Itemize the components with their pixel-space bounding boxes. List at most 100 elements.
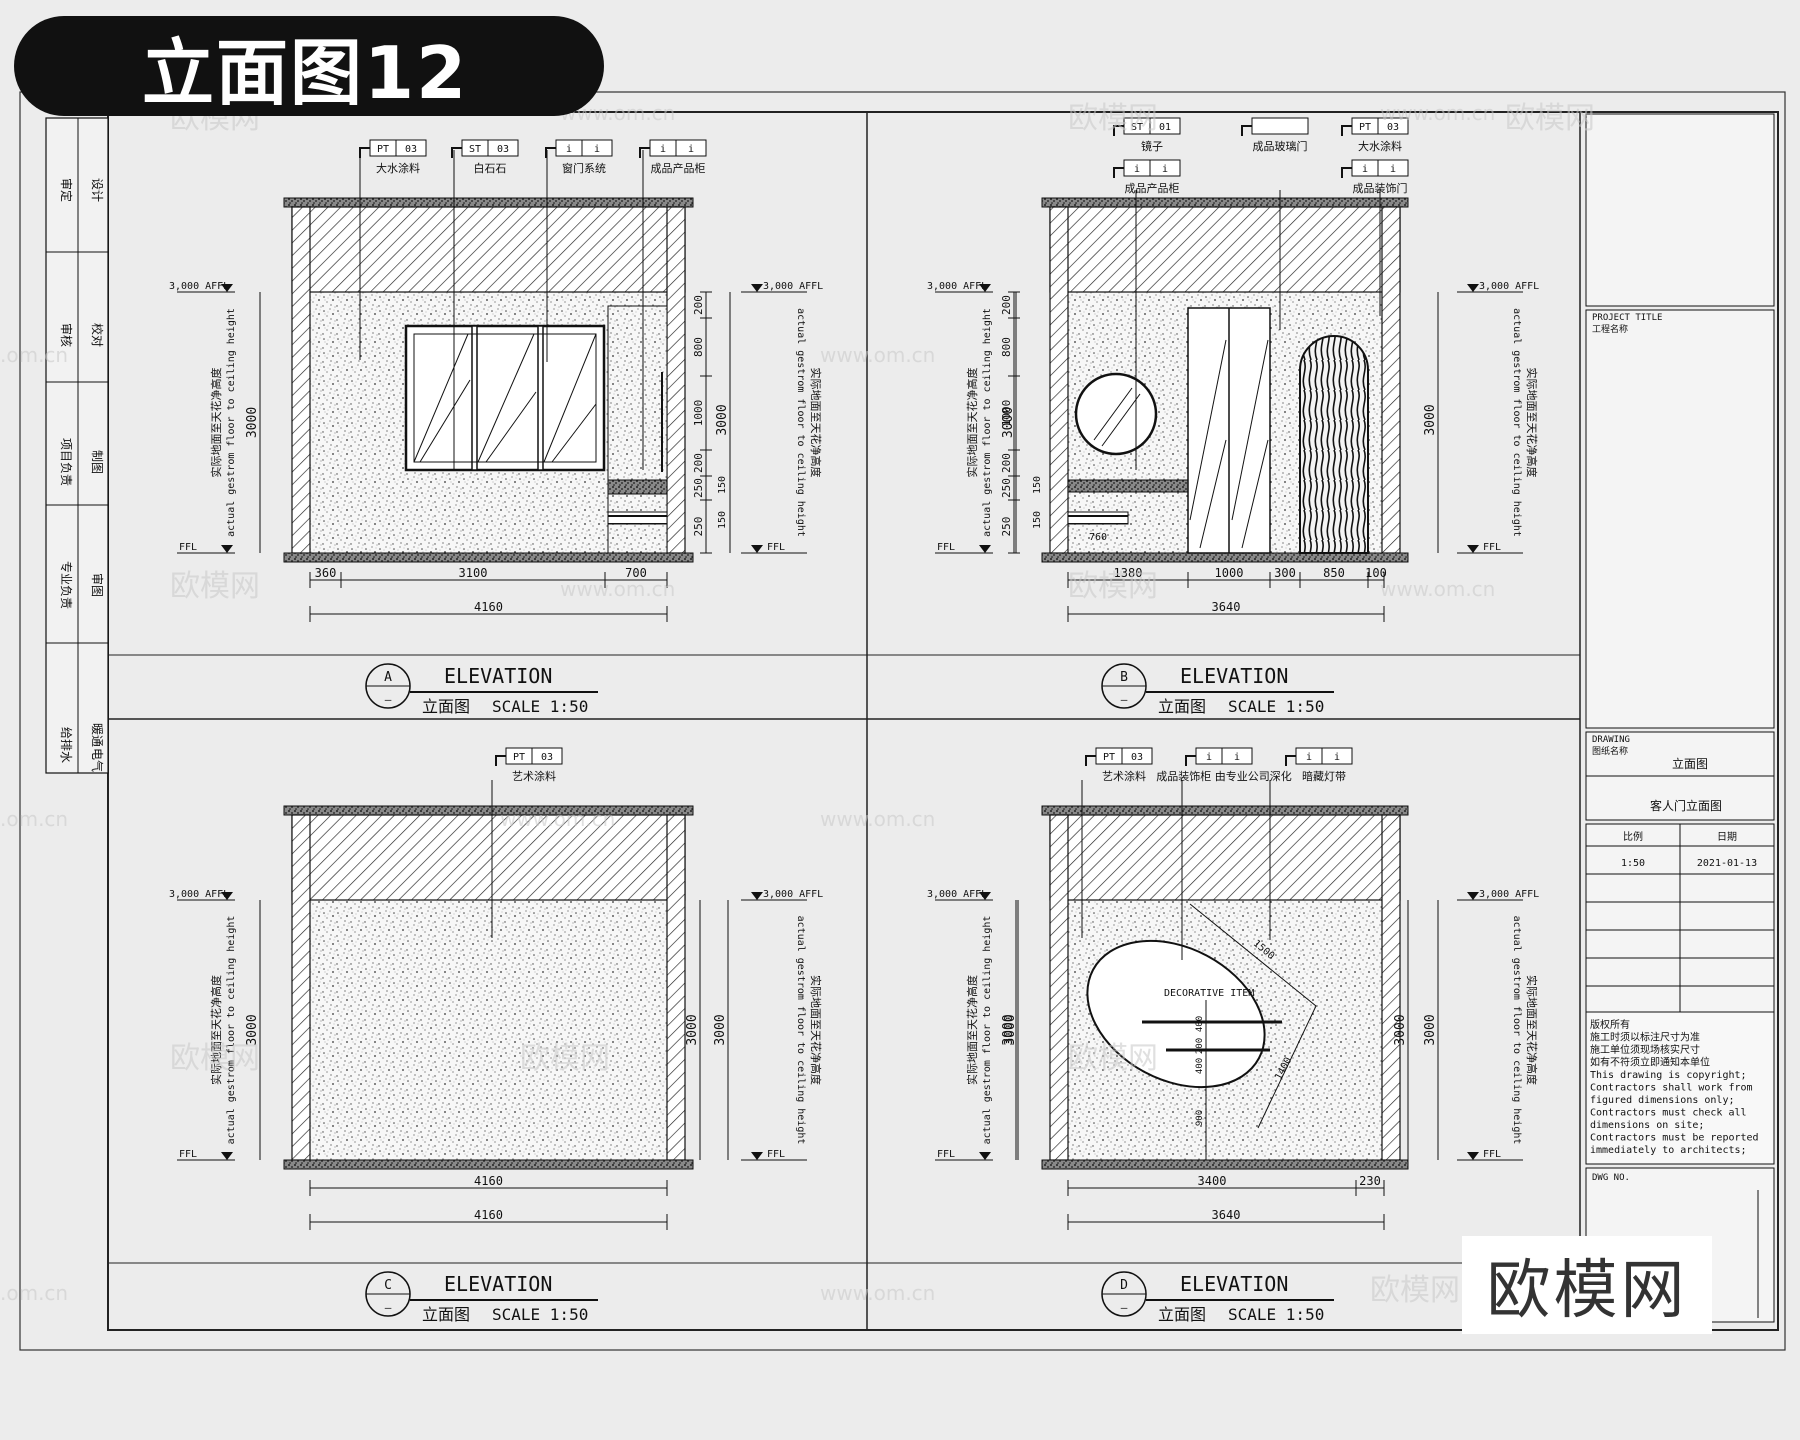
ffl-marker-left bbox=[221, 1152, 233, 1160]
tb-note-line: immediately to architects; bbox=[1590, 1145, 1747, 1156]
bg-watermark-fragment: .om.cn bbox=[0, 343, 68, 367]
tag-label: 大水涂料 bbox=[376, 161, 420, 175]
tag-num: 03 bbox=[1387, 122, 1399, 133]
right-wall bbox=[1381, 814, 1401, 1161]
right-wall bbox=[666, 814, 686, 1161]
right-total-value-2: 3000 bbox=[713, 1014, 728, 1045]
left-note-en: actual gestrom floor to ceiling height bbox=[226, 308, 237, 537]
caption-dash: — bbox=[1121, 1301, 1128, 1314]
right-dim-inner: 150 bbox=[717, 476, 728, 494]
caption-title: ELEVATION bbox=[1180, 1272, 1288, 1296]
right-total-value: 3000 bbox=[715, 404, 730, 435]
level-marker-right bbox=[1467, 892, 1479, 900]
left-stack-value: 200 bbox=[1000, 453, 1013, 473]
mirror-reflection bbox=[1101, 393, 1141, 447]
glass-reflection bbox=[543, 333, 597, 463]
tag-num-box bbox=[1149, 159, 1181, 177]
strip-label: 校对 bbox=[90, 323, 105, 347]
total-dim-value: 3640 bbox=[1212, 600, 1241, 614]
caption-dash: — bbox=[1121, 693, 1128, 706]
left-stack-value: 250 bbox=[1000, 517, 1013, 537]
tb-logo-box bbox=[1585, 113, 1775, 307]
right-note: 实际地面至天花净高度 bbox=[1525, 368, 1539, 478]
total-dim-value: 3640 bbox=[1212, 1208, 1241, 1222]
mirror-vertical-value: 200 bbox=[1195, 1038, 1205, 1054]
right-dim-value: 200 bbox=[692, 295, 705, 315]
left-dim-value: 3000 bbox=[1001, 1014, 1016, 1045]
level-marker-right bbox=[751, 284, 763, 292]
right-dim-value: 800 bbox=[692, 337, 705, 357]
bg-watermark-url: www.om.cn bbox=[820, 343, 935, 367]
tag-num: i bbox=[1234, 752, 1240, 763]
strip-label: 项目负责 bbox=[59, 438, 73, 486]
tag-code: i bbox=[660, 144, 666, 155]
bottom-dim-value: 1000 bbox=[1215, 566, 1244, 580]
right-wall bbox=[666, 206, 686, 554]
tag-hook bbox=[1341, 125, 1352, 136]
right-note-en: actual gestrom floor to ceiling height bbox=[795, 916, 806, 1145]
tag-num: i bbox=[1334, 752, 1340, 763]
ffl-marker-left bbox=[979, 1152, 991, 1160]
tag-num: 03 bbox=[497, 144, 509, 155]
tag-code: PT bbox=[513, 752, 525, 763]
ceiling-slab bbox=[1041, 805, 1409, 816]
left-note: 实际地面至天花净高度 bbox=[209, 975, 223, 1085]
ceiling-slab bbox=[1041, 197, 1409, 208]
tb-note-line: 施工单位须现场核实尺寸 bbox=[1590, 1043, 1700, 1056]
caption-id: B bbox=[1120, 670, 1128, 685]
header-title-pill: 立面图12 bbox=[14, 16, 604, 116]
floor-slab bbox=[1041, 1159, 1409, 1170]
tag-num-box bbox=[1121, 747, 1153, 765]
tag-label: 成品装饰门 bbox=[1353, 181, 1408, 195]
glass-door-reflection bbox=[1189, 339, 1227, 521]
tb-note-line: dimensions on site; bbox=[1590, 1120, 1704, 1131]
tag-num: i bbox=[1390, 164, 1396, 175]
right-level-label: 3,000 AFFL bbox=[1479, 281, 1539, 292]
tb-note-line: 施工时须以标注尺寸为准 bbox=[1590, 1031, 1700, 1044]
bottom-dim-value: 100 bbox=[1365, 566, 1387, 580]
mirror-vertical-value: 400 bbox=[1195, 1058, 1205, 1074]
tag-code: i bbox=[1362, 164, 1368, 175]
right-total-value: 3000 bbox=[685, 1014, 700, 1045]
caption-scale: SCALE 1:50 bbox=[492, 697, 588, 716]
bottom-dim-value: 300 bbox=[1274, 566, 1296, 580]
mirror-text: DECORATIVE ITEM bbox=[1164, 988, 1254, 999]
tb-drawing-name-2: 客人门立面图 bbox=[1650, 798, 1722, 813]
tag-num-box bbox=[1321, 747, 1353, 765]
left-note-en: actual gestrom floor to ceiling height bbox=[982, 916, 993, 1145]
ffl-label-left: FFL bbox=[179, 542, 197, 553]
caption-scale: SCALE 1:50 bbox=[1228, 1305, 1324, 1324]
glass-reflection bbox=[485, 391, 537, 463]
bg-watermark-cn: 欧模网 bbox=[1068, 569, 1158, 604]
caption-id: D bbox=[1120, 1278, 1128, 1293]
tb-drawing-label: DRAWING bbox=[1592, 735, 1630, 745]
left-level-label: 3,000 AFFL bbox=[927, 281, 987, 292]
level-marker-right bbox=[751, 892, 763, 900]
tb-note-line: Contractors must be reported bbox=[1590, 1133, 1759, 1144]
left-stack-inner: 150 bbox=[1032, 511, 1043, 529]
tag-code: i bbox=[1134, 164, 1140, 175]
tag-hook bbox=[639, 147, 650, 158]
tag-hook bbox=[359, 147, 370, 158]
tag-label: 成品产品柜 bbox=[651, 161, 706, 175]
tag-num: 01 bbox=[1159, 122, 1171, 133]
tb-project-box bbox=[1585, 309, 1775, 729]
right-level-label: 3,000 AFFL bbox=[1479, 889, 1539, 900]
right-dim-value: 250 bbox=[692, 517, 705, 537]
ffl-marker-right bbox=[751, 545, 763, 553]
left-stack-inner: 150 bbox=[1032, 476, 1043, 494]
caption-title: ELEVATION bbox=[1180, 664, 1288, 688]
left-level-label: 3,000 AFFL bbox=[927, 889, 987, 900]
left-stack-value: 800 bbox=[1000, 337, 1013, 357]
floor-slab bbox=[1041, 552, 1409, 563]
tag-num: 03 bbox=[1131, 752, 1143, 763]
tag-num-box bbox=[1377, 117, 1409, 135]
tag-num-box bbox=[1149, 117, 1181, 135]
tag-num-box bbox=[487, 139, 519, 157]
caption-scale: SCALE 1:50 bbox=[1228, 697, 1324, 716]
cabinet-band bbox=[607, 479, 668, 495]
